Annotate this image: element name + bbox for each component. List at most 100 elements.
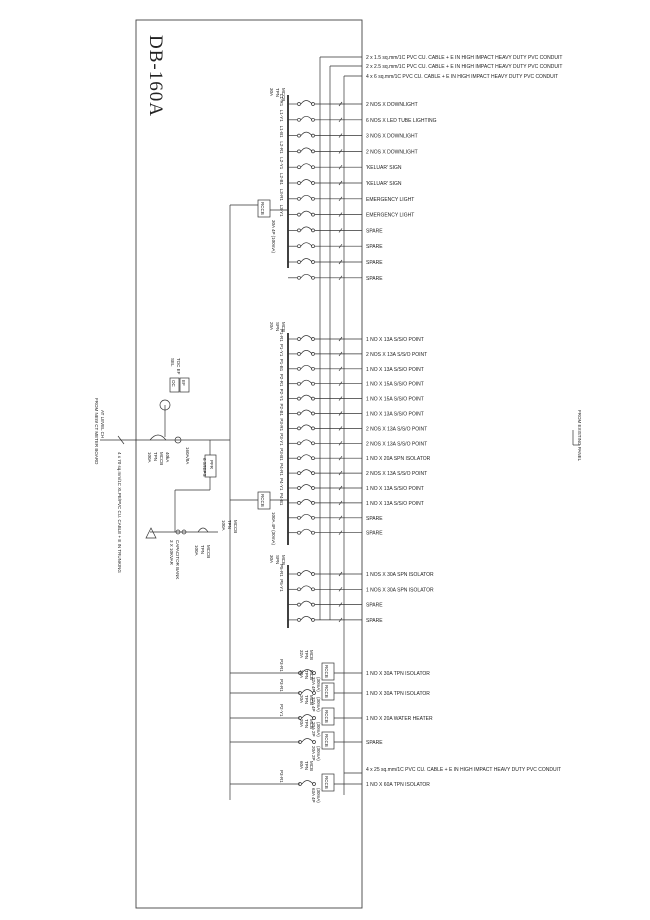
- circuit-load: 2 NOS X DOWNLIGHT: [366, 149, 418, 155]
- ct-label: 160A/8A: [185, 447, 190, 464]
- circuit-load: SPARE: [366, 531, 383, 537]
- rccb-rating: (30mA): [316, 677, 321, 692]
- tpn-breaker-label: MCB: [309, 719, 314, 729]
- last-feeder-note: 4 x 25 sq.mm/1C PVC CU. CABLE + E IN HIG…: [366, 767, 561, 773]
- svg-text:MCB: MCB: [281, 322, 286, 332]
- meter-icon: [159, 399, 171, 411]
- tpn-breaker-label: 32A: [299, 650, 304, 658]
- svg-text:TPN: TPN: [275, 88, 280, 97]
- circuit-load: EMERGENCY LIGHT: [366, 213, 414, 219]
- circuit-ref: L1-B1: [279, 126, 284, 139]
- circuit-row: L2-B1 'KELUAR' SIGN: [279, 173, 402, 187]
- capacitor-label-1: 3 X 10KVAR: [169, 540, 174, 566]
- circuit-row: SPARE: [288, 513, 383, 522]
- rccb-box: [321, 773, 335, 792]
- group1-rccb: RCCB: [260, 202, 265, 215]
- tpn-ref: P3-R1: [279, 679, 284, 692]
- circuit-ref: P3-Y1: [279, 433, 284, 446]
- circuit-load: 1 NO X 13A S/S/O POINT: [366, 337, 424, 343]
- meter-label: SEL TOC EF OC EF: [170, 358, 186, 388]
- rccb-box: [321, 682, 335, 701]
- group2-rccb-box: [257, 491, 271, 510]
- circuit-load: 'KELUAR' SIGN: [366, 165, 402, 171]
- circuit-ref: P2-R1: [279, 374, 284, 387]
- supply-from-1: FROM NEW CT METER BOARD: [94, 398, 99, 465]
- group1-rccb-box: [257, 199, 271, 218]
- tpn-breaker-label: MCB: [309, 670, 314, 680]
- rccb-label: RCCB: [324, 776, 329, 789]
- tpn-breaker-label: TPN: [304, 719, 309, 728]
- last-feeder-load: 1 NO X 60A TPN ISOLATOR: [366, 782, 430, 788]
- circuit-load: 2 NOS X 13A S/S/O POINT: [366, 352, 427, 358]
- circuit-ref: P3-B1: [279, 448, 284, 461]
- tpn-load: 1 NO X 30A TPN ISOLATOR: [366, 691, 430, 697]
- board-frame: [135, 19, 363, 909]
- svg-text:100A: 100A: [194, 545, 199, 556]
- svg-text:OC: OC: [171, 380, 176, 388]
- svg-text:MCCB: MCCB: [281, 88, 286, 101]
- supply-from-2: AT LEVEL CH: [100, 410, 105, 438]
- tpn-ref: P3-R1: [279, 659, 284, 672]
- rccb-rating: (30mA): [316, 722, 321, 737]
- circuit-load: 'KELUAR' SIGN: [366, 181, 402, 187]
- tpn-ref: P2-Y1: [279, 704, 284, 717]
- capacitor-breaker: 100A TPN MCCB: [194, 545, 211, 558]
- circuit-ref: L2-B1: [279, 173, 284, 186]
- conduit-note-2: 2 x 2.5 sq.mm/1C PVC CU. CABLE + E IN HI…: [366, 64, 562, 70]
- rccb-rating: 20A 2P: [311, 722, 316, 737]
- circuit-row: SPARE: [288, 258, 383, 266]
- capacitor-label-2: CAPACITOR BANK: [175, 540, 180, 579]
- svg-text:40kA: 40kA: [165, 452, 170, 462]
- circuit-row: SPARE: [288, 616, 383, 624]
- main-breaker: 100A TPN MCCB 40kA: [147, 434, 170, 465]
- tpn-breaker-label: MCB: [309, 695, 314, 705]
- conduit-note-1: 2 x 1.5 sq.mm/1C PVC CU. CABLE + E IN HI…: [366, 55, 562, 61]
- rccb-rating: 63A 4P: [311, 788, 316, 803]
- group1-breaker: 30A TPN MCCB: [269, 88, 286, 101]
- tpn-load: 1 NO X 30A TPN ISOLATOR: [366, 671, 430, 677]
- rccb-box: [321, 707, 335, 726]
- pfr-box: [204, 454, 217, 478]
- group2-rccb-rating: 100A 4P (30mA): [271, 512, 276, 545]
- group3-breaker: 30A SPN MCB: [269, 555, 286, 565]
- rccb-label: RCCB: [324, 685, 329, 698]
- ct-icon: [174, 436, 182, 444]
- circuit-row: SPARE: [288, 600, 383, 609]
- rccb-label: RCCB: [324, 665, 329, 678]
- svg-text:100A: 100A: [147, 452, 152, 463]
- svg-text:TOC EF: TOC EF: [176, 358, 181, 375]
- circuit-ref: P4-R1: [279, 463, 284, 476]
- group2-rccb: RCCB: [260, 494, 265, 507]
- svg-text:SPN: SPN: [275, 555, 280, 564]
- svg-text:MCB: MCB: [281, 555, 286, 565]
- last-breaker-label: TPN: [304, 761, 309, 770]
- svg-text:20A: 20A: [269, 322, 274, 330]
- circuit-ref: P1-R1: [279, 329, 284, 342]
- circuit-row: P3-Y1 2 NOS X 13A S/S/O POINT: [279, 433, 427, 447]
- svg-text:TPN: TPN: [227, 520, 232, 529]
- tpn-breaker-label: TPN: [304, 650, 309, 659]
- circuit-ref: L3-R1: [279, 189, 284, 202]
- circuit-row: SPARE: [288, 242, 383, 250]
- circuit-load: 2 NOS X 13A S/S/O POINT: [366, 441, 427, 447]
- rccb-rating: (30mA): [316, 788, 321, 803]
- svg-text:EF: EF: [181, 380, 186, 386]
- rccb-box: [321, 662, 335, 681]
- circuit-ref: P2-B1: [279, 404, 284, 417]
- rccb-rating: 32A 4P: [311, 697, 316, 712]
- relay-box: [169, 377, 180, 393]
- rccb-rating: (30mA): [316, 697, 321, 712]
- circuit-load: 1 NOS X 30A SPN ISOLATOR: [366, 587, 434, 593]
